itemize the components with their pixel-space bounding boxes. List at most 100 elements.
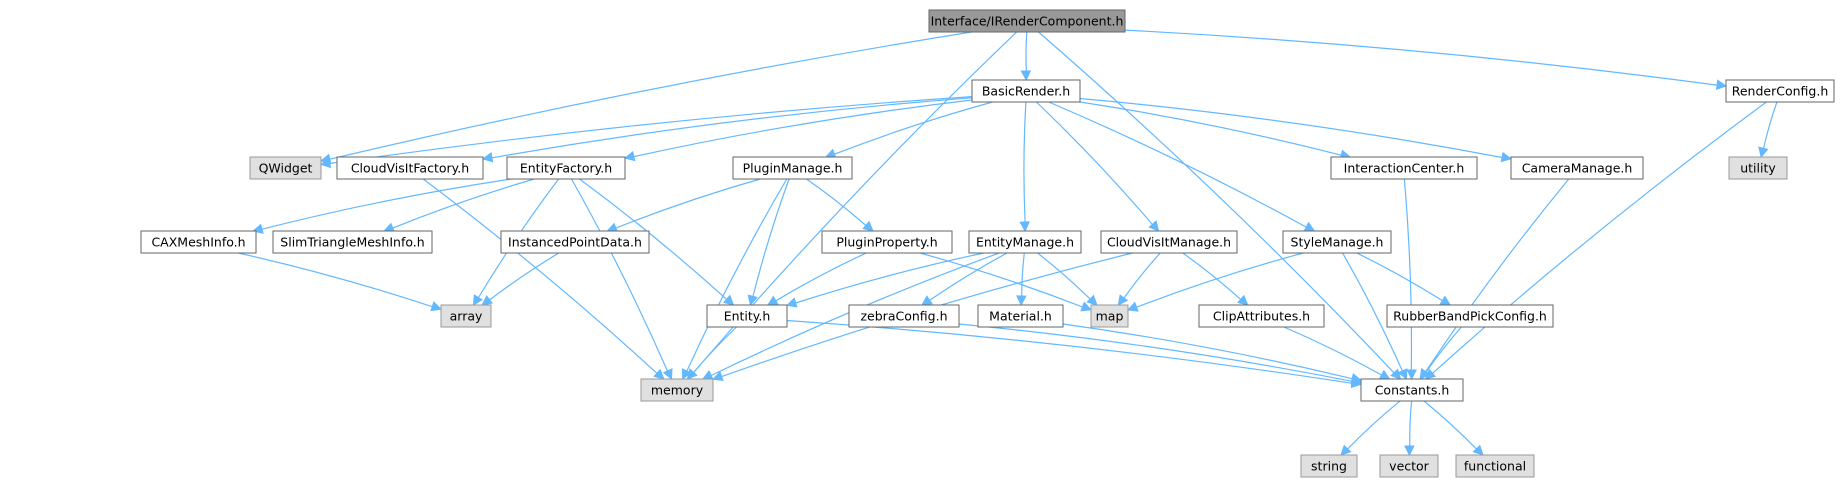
node-pm[interactable]: PluginManage.h [732,156,853,180]
edge-root-to-rconfig [1124,29,1728,91]
node-label: CloudVisItFactory.h [351,161,469,176]
node-box [977,304,1064,328]
node-basic[interactable]: BasicRender.h [971,79,1081,103]
node-ic[interactable]: InteractionCenter.h [1330,156,1478,180]
edge-line [752,178,790,297]
node-map: map [1090,304,1129,328]
arrowhead-icon [862,220,874,232]
edge-cm-to-const [1419,178,1570,380]
node-box [928,9,1126,33]
edge-const-to-vector [1404,400,1415,457]
edge-line [1182,252,1242,300]
node-stm[interactable]: SlimTriangleMeshInfo.h [272,230,433,254]
node-array: array [440,304,492,328]
edge-ef-to-memory [570,178,673,381]
node-box [506,156,626,180]
node-box [1090,304,1129,328]
edge-const-to-functional [1423,400,1484,456]
edge-line [1079,97,1503,159]
node-functional: functional [1455,454,1535,478]
arrowhead-icon [1019,221,1030,233]
node-rbpc[interactable]: RubberBandPickConfig.h [1386,304,1554,328]
edge-cvm-to-map [1117,252,1161,306]
node-label: SlimTriangleMeshInfo.h [280,235,424,250]
node-box [1330,156,1478,180]
node-utility: utility [1728,156,1788,180]
edge-pm-to-ipd [606,178,761,233]
arrowhead-icon [1500,151,1513,163]
edge-entity-to-memory [686,326,738,380]
node-em[interactable]: EntityManage.h [968,230,1082,254]
edge-pp-to-entity [766,252,867,306]
edge-line [570,178,669,372]
arrowhead-icon [662,368,673,381]
arrowhead-icon [1303,221,1316,232]
edge-line [1432,101,1767,374]
edge-cax-to-array [238,252,443,312]
edge-line [1425,178,1570,373]
node-root[interactable]: Interface/IRenderComponent.h [928,9,1126,33]
edge-basic-to-sm [1048,101,1316,232]
edge-basic-to-pm [824,101,993,159]
node-sm[interactable]: StyleManage.h [1282,230,1392,254]
node-cvf[interactable]: CloudVisItFactory.h [336,156,484,180]
node-box [821,230,953,254]
node-label: vector [1389,459,1430,474]
node-label: functional [1464,459,1526,474]
node-label: ClipAttributes.h [1213,309,1310,324]
node-ef[interactable]: EntityFactory.h [506,156,626,180]
arrowhead-icon [481,295,493,306]
node-material[interactable]: Material.h [977,304,1064,328]
edge-line [1048,101,1307,228]
node-pp[interactable]: PluginProperty.h [821,230,953,254]
node-cvm[interactable]: CloudVisItManage.h [1100,230,1238,254]
node-cm[interactable]: CameraManage.h [1510,156,1644,180]
node-label: RubberBandPickConfig.h [1393,309,1547,324]
arrowhead-icon [921,295,933,306]
arrowhead-icon [472,294,483,306]
edge-em-to-entity [785,252,984,308]
edge-ef-to-cax [252,178,512,234]
edge-line [693,326,738,373]
edge-line [1342,252,1403,372]
edge-em-to-zebra [921,252,1008,306]
arrowhead-icon [1340,444,1352,456]
arrowhead-icon [1439,295,1452,306]
node-box [272,230,433,254]
arrowhead-icon [319,157,332,169]
node-const[interactable]: Constants.h [1360,378,1464,402]
node-clip[interactable]: ClipAttributes.h [1198,304,1325,328]
edge-line [238,252,433,308]
node-label: CameraManage.h [1522,161,1633,176]
edge-rconfig-to-utility [1758,101,1778,159]
edge-line [1025,31,1028,72]
arrowhead-icon [1397,368,1408,381]
edge-line [261,178,512,230]
node-label: BasicRender.h [982,84,1070,99]
node-box [1100,230,1238,254]
edge-line [775,252,867,302]
node-ipd[interactable]: InstancedPointData.h [500,230,650,254]
node-entity[interactable]: Entity.h [706,304,788,328]
node-label: Interface/IRenderComponent.h [931,14,1124,29]
edge-basic-to-cvf [481,97,973,163]
edge-line [491,97,973,159]
edge-line [1079,101,1342,156]
edge-line [422,178,658,374]
edge-line [1023,101,1027,223]
edge-root-to-basic [1020,31,1032,82]
edge-basic-to-cm [1079,97,1513,163]
node-rconfig[interactable]: RenderConfig.h [1725,79,1835,103]
node-box [1510,156,1644,180]
edge-basic-to-ef [623,99,973,162]
node-box [640,378,714,402]
edge-sm-to-map [1126,252,1304,312]
node-cax[interactable]: CAXMeshInfo.h [140,230,257,254]
node-box [1379,454,1439,478]
node-zebra[interactable]: zebraConfig.h [848,304,960,328]
edge-material-to-const [1062,323,1363,384]
edge-em-to-material [1015,252,1027,307]
edge-const-to-string [1340,400,1401,456]
edge-line [1038,31,1395,374]
